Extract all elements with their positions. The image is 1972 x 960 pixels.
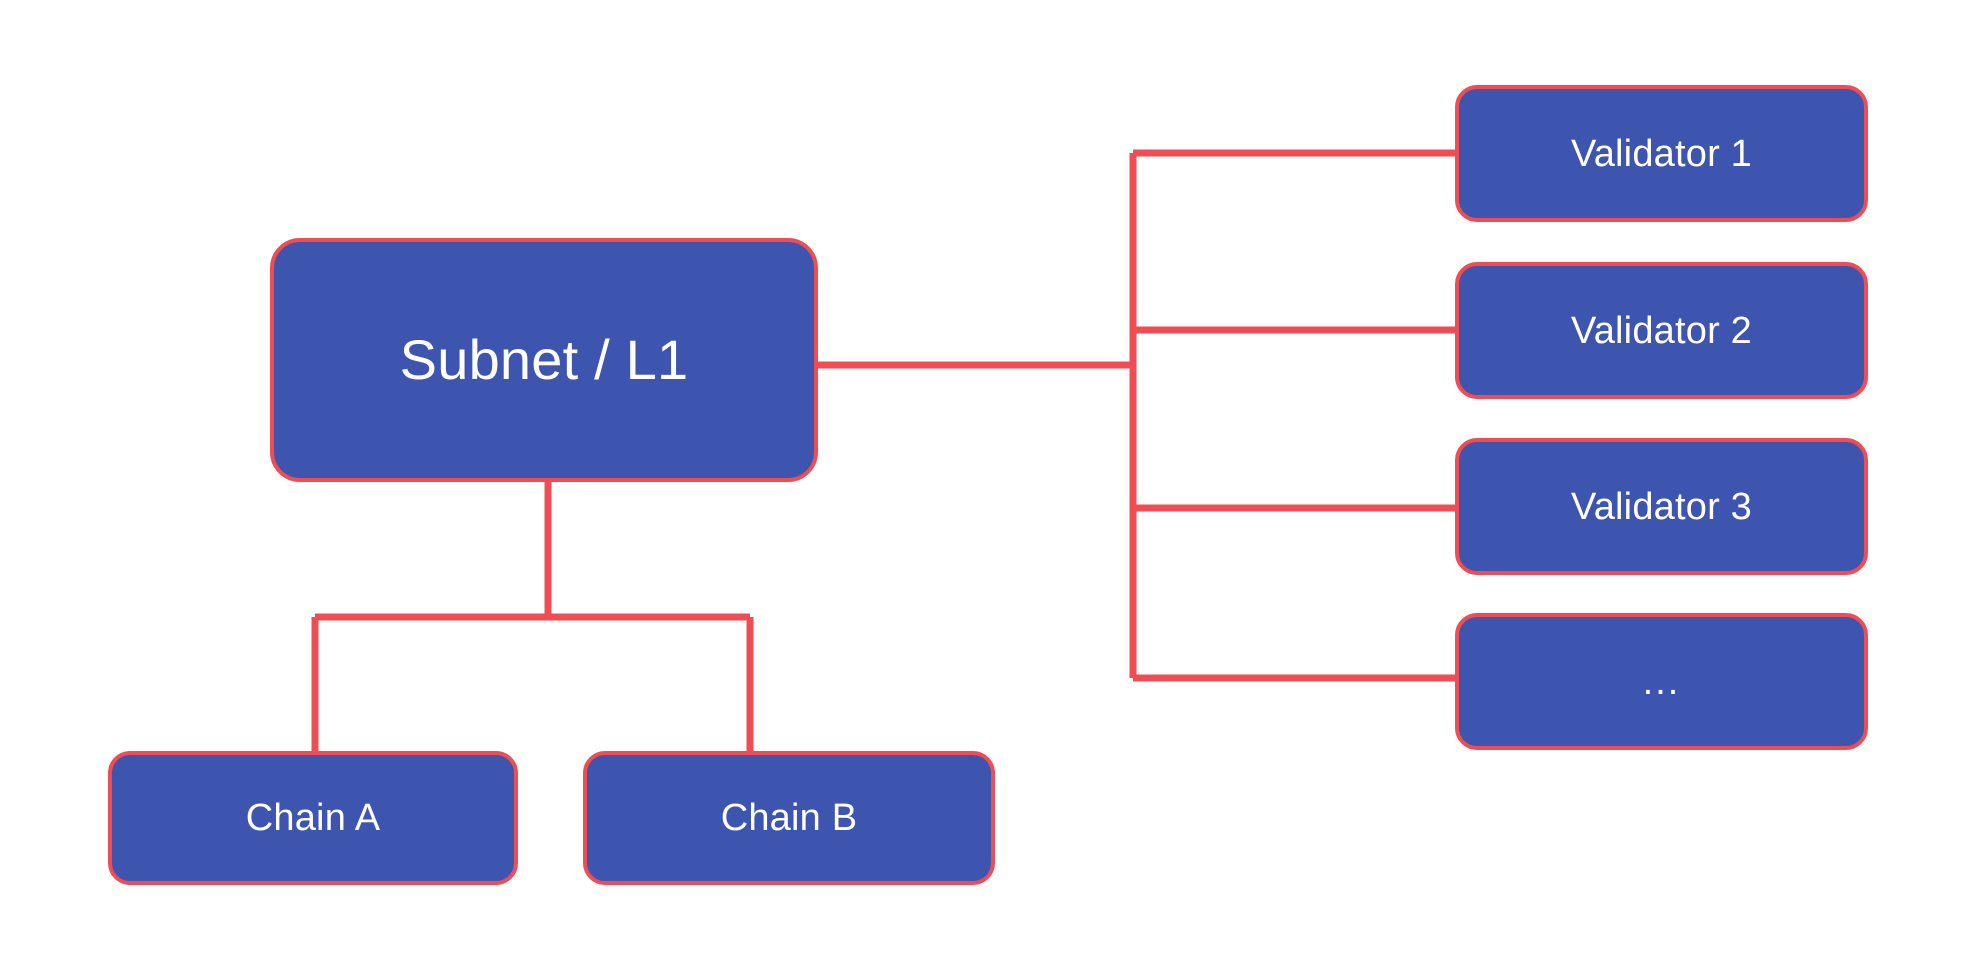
node-subnet-l1-label: Subnet / L1 [399,328,689,391]
node-chain-a[interactable]: Chain A [108,751,518,885]
node-validator-3-label: Validator 3 [1570,485,1753,528]
node-subnet-l1[interactable]: Subnet / L1 [270,238,818,482]
node-validator-2-label: Validator 2 [1570,309,1753,352]
node-validator-more-label: ... [1642,660,1681,703]
node-validator-more[interactable]: ... [1455,613,1868,750]
node-chain-a-label: Chain A [245,797,381,839]
node-validator-1[interactable]: Validator 1 [1455,85,1868,222]
node-validator-2[interactable]: Validator 2 [1455,262,1868,399]
node-validator-3[interactable]: Validator 3 [1455,438,1868,575]
node-chain-b[interactable]: Chain B [583,751,995,885]
node-validator-1-label: Validator 1 [1570,132,1753,175]
node-chain-b-label: Chain B [720,797,858,839]
